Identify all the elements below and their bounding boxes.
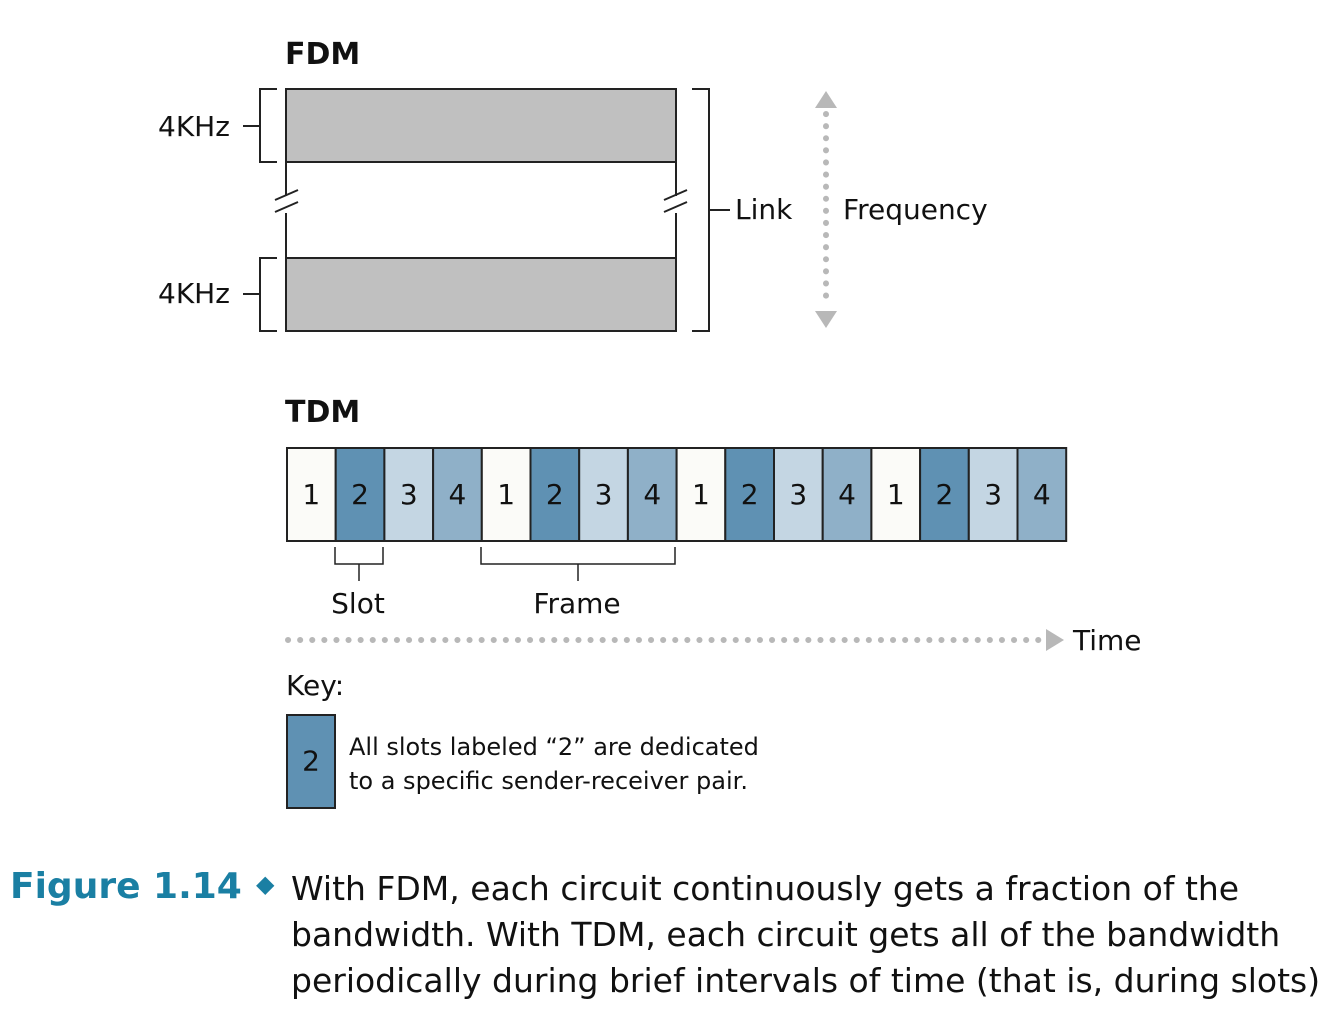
band-bracket-top [243,88,277,163]
tdm-slot-number: 4 [1033,478,1051,511]
frame-bracket [480,547,676,581]
tdm-slot-3: 3 [578,447,629,542]
band-label-bottom: 4KHz [158,277,230,310]
fdm-band-bottom [285,257,677,332]
tdm-slot-4: 4 [626,447,678,542]
tdm-slot-box [578,447,629,542]
slot-label: Slot [331,587,385,620]
tdm-slot-number: 4 [449,478,467,511]
frequency-label: Frequency [843,193,988,226]
tdm-slot-number: 2 [546,478,564,511]
key-swatch [286,714,336,809]
tdm-slot-number: 2 [741,478,759,511]
tdm-slot-1: 1 [286,447,337,542]
caption-text: With FDM, each circuit continuously gets… [291,866,1318,1004]
tdm-slot-box [773,447,824,542]
tdm-slot-3: 3 [383,447,435,542]
tdm-slot-4: 4 [432,447,483,542]
frame-label: Frame [533,587,620,620]
tdm-slot-box [1016,447,1068,542]
tdm-slot-3: 3 [967,447,1019,542]
tdm-slot-1: 1 [480,447,532,542]
tdm-slot-number: 4 [838,478,856,511]
tdm-slot-box [870,447,922,542]
time-axis-arrow-icon [285,629,1064,651]
tdm-slot-box [821,447,873,542]
tdm-slot-number: 3 [789,478,807,511]
tdm-slot-number: 3 [984,478,1002,511]
tdm-slot-2: 2 [334,447,386,542]
tdm-slot-2: 2 [724,447,775,542]
band-bracket-bottom [243,257,277,332]
tdm-slot-4: 4 [1016,447,1068,542]
tdm-slot-4: 4 [821,447,873,542]
tdm-slot-2: 2 [529,447,581,542]
tdm-slot-number: 1 [302,478,320,511]
fdm-title: FDM [285,37,360,72]
key-swatch-label: 2 [302,745,320,778]
band-label-top: 4KHz [158,110,230,143]
tdm-slot-1: 1 [675,447,727,542]
tdm-slot-3: 3 [773,447,824,542]
key-description-line2: to a specific sender-receiver pair. [349,767,748,795]
tdm-title: TDM [285,395,360,430]
link-label: Link [735,193,793,226]
tdm-slot-number: 2 [351,478,369,511]
tdm-slot-number: 1 [497,478,515,511]
tdm-slot-number: 1 [887,478,905,511]
figure-number: Figure 1.14 [10,866,242,907]
tdm-slot-2: 2 [919,447,970,542]
fdm-channel-sides [285,162,677,258]
link-bracket [692,88,730,332]
tdm-slot-1: 1 [870,447,922,542]
tdm-slot-number: 4 [643,478,661,511]
fdm-tdm-diagram: FDM 4KHz 4KHz Link Frequency TDM [158,37,1142,809]
break-mark-icon [274,189,688,213]
key-description-line1: All slots labeled “2” are dedicated [349,733,759,761]
caption-line: periodically during brief intervals of t… [291,961,1318,1000]
tdm-slot-number: 3 [595,478,613,511]
tdm-slot-box [919,447,970,542]
tdm-slot-number: 1 [692,478,710,511]
time-label: Time [1072,624,1142,657]
tdm-slot-box [675,447,727,542]
tdm-slot-box [626,447,678,542]
tdm-slot-box [967,447,1019,542]
fdm-band-top [285,88,677,163]
tdm-slot-number: 3 [400,478,418,511]
tdm-slot-box [286,447,337,542]
tdm-slot-number: 2 [936,478,954,511]
frequency-axis-arrow-icon [815,91,837,328]
slot-bracket [334,547,384,581]
caption-line: With FDM, each circuit continuously gets… [291,869,1240,908]
diamond-bullet-icon: ◆ [256,870,275,898]
caption-line: bandwidth. With TDM, each circuit gets a… [291,915,1281,954]
key-title: Key: [286,669,344,702]
